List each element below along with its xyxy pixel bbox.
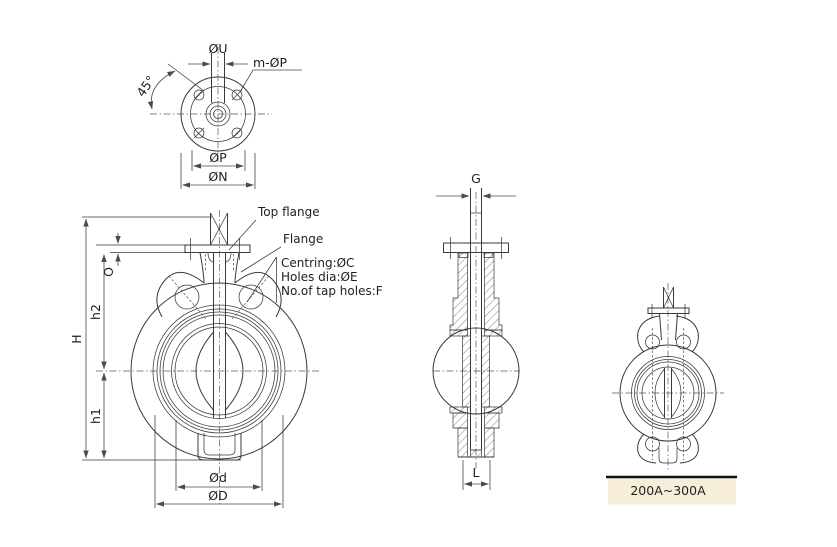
neck-right bbox=[234, 252, 240, 284]
boss-section-right bbox=[484, 427, 495, 458]
body-band-top-right bbox=[484, 329, 503, 337]
seat-ring-circle bbox=[636, 361, 700, 425]
ear-hole bbox=[645, 334, 660, 350]
hub-section-right bbox=[481, 335, 490, 408]
ear-right-outline bbox=[234, 272, 282, 318]
dim-label-stem-dia: G bbox=[471, 171, 481, 186]
step-section-right bbox=[484, 412, 500, 429]
top-flange-bar bbox=[647, 307, 690, 314]
dim-label-flange-thickness: O bbox=[101, 267, 116, 277]
step-section-left bbox=[452, 412, 468, 429]
stem-boss-circle bbox=[205, 101, 231, 127]
callout-flange: Flange bbox=[283, 232, 323, 246]
ear-left-outline bbox=[156, 272, 205, 318]
seat-ring-circle bbox=[162, 314, 276, 428]
stem-square-mark bbox=[663, 286, 674, 309]
dim-label-face-width: L bbox=[473, 465, 480, 480]
dim-label-stem-dia: ØU bbox=[209, 41, 228, 56]
neck-left bbox=[659, 313, 662, 341]
leader-flange bbox=[240, 246, 282, 273]
dim-label-bore-dia: Ød bbox=[209, 470, 227, 485]
callout-top-flange: Top flange bbox=[257, 205, 320, 219]
ear-hole bbox=[645, 436, 660, 452]
ear-hole-axis-right bbox=[231, 275, 270, 320]
dim-label-bolt-circle: ØP bbox=[209, 150, 227, 165]
ear-hole bbox=[676, 436, 691, 452]
bottom-boss-inner bbox=[203, 433, 236, 456]
note-line-1: Centring:ØC bbox=[281, 256, 354, 270]
ear-hole-axis-left bbox=[168, 275, 207, 320]
leader-tap-holes bbox=[239, 69, 302, 93]
boss-section-center bbox=[470, 449, 482, 458]
body-band-top-left bbox=[449, 329, 468, 337]
ear-top-left bbox=[637, 315, 661, 353]
bore-circle bbox=[174, 326, 264, 416]
dim-label-tap-holes: m-ØP bbox=[253, 55, 288, 70]
leader-top-flange bbox=[228, 219, 257, 251]
flange-face-circle bbox=[152, 304, 286, 438]
flange-face-circle bbox=[631, 356, 705, 430]
bore-circle bbox=[641, 366, 695, 420]
seat-ring-circle bbox=[634, 359, 702, 427]
stem-circle bbox=[209, 105, 227, 123]
hub-section-left bbox=[462, 335, 471, 408]
ear-bottom-left bbox=[637, 433, 657, 464]
bottom-boss bbox=[658, 448, 678, 464]
neck-left bbox=[199, 252, 205, 284]
disc-edge-right bbox=[671, 368, 682, 418]
dim-label-angle: 45° bbox=[133, 73, 158, 100]
note-line-2: Holes dia:ØE bbox=[281, 270, 358, 284]
stem-bore-circle bbox=[213, 109, 223, 119]
dim-label-upper-height: h2 bbox=[88, 304, 103, 320]
angle-arc bbox=[147, 70, 176, 110]
caption-box bbox=[608, 478, 736, 505]
neck-section-left bbox=[449, 252, 468, 331]
body-outer-circle bbox=[619, 344, 717, 442]
range-caption: 200A~300A bbox=[630, 483, 706, 498]
disc-edge-left bbox=[654, 368, 665, 418]
dim-label-body-dia: ØD bbox=[208, 488, 227, 503]
dim-label-total-height: H bbox=[69, 334, 84, 343]
ear-hole-right bbox=[238, 284, 264, 310]
flange-outer-circle bbox=[180, 76, 256, 152]
front-view: Top flange Flange Centring:ØC Holes dia:… bbox=[69, 205, 383, 508]
gland-bolt-right bbox=[483, 252, 494, 258]
dim-label-lower-height: h1 bbox=[88, 408, 103, 424]
ear-bottom-right bbox=[679, 433, 699, 464]
neck-fillet-left bbox=[207, 252, 214, 263]
ear-hole-left bbox=[174, 284, 200, 310]
boss-section-left bbox=[457, 427, 468, 458]
disc-edge-left bbox=[195, 331, 214, 411]
neck-right bbox=[675, 313, 678, 341]
neck-section-right bbox=[484, 252, 503, 331]
disc-edge-right bbox=[225, 331, 244, 411]
top-flange-bar bbox=[443, 242, 509, 253]
top-flange-bar bbox=[184, 244, 251, 253]
seat-ring-circle bbox=[156, 308, 282, 434]
ear-hole bbox=[676, 334, 691, 350]
neck-fillet-right bbox=[225, 252, 232, 263]
body-outer-circle bbox=[130, 282, 308, 460]
dim-label-flange-outer: ØN bbox=[208, 169, 227, 184]
ear-top-right bbox=[675, 315, 699, 353]
centring-note: Centring:ØC Holes dia:ØE No.of tap holes… bbox=[246, 256, 383, 303]
stem-square-mark bbox=[210, 212, 228, 246]
leader-centring-note bbox=[246, 256, 277, 303]
flange-raised-face-circle bbox=[190, 86, 246, 142]
angle-reference-line bbox=[167, 63, 205, 92]
seat-circle bbox=[171, 323, 267, 419]
note-line-3: No.of tap holes:F bbox=[281, 284, 383, 298]
side-section-view: G L bbox=[432, 171, 520, 490]
disc-profile-circle bbox=[432, 327, 520, 415]
top-flange-plan-view: ØU m-ØP 45° ØP ØN bbox=[133, 41, 302, 189]
range-view: 200A~300A bbox=[606, 283, 737, 505]
gland-bolt-left bbox=[458, 252, 469, 258]
seat-ring-circle bbox=[159, 311, 279, 431]
